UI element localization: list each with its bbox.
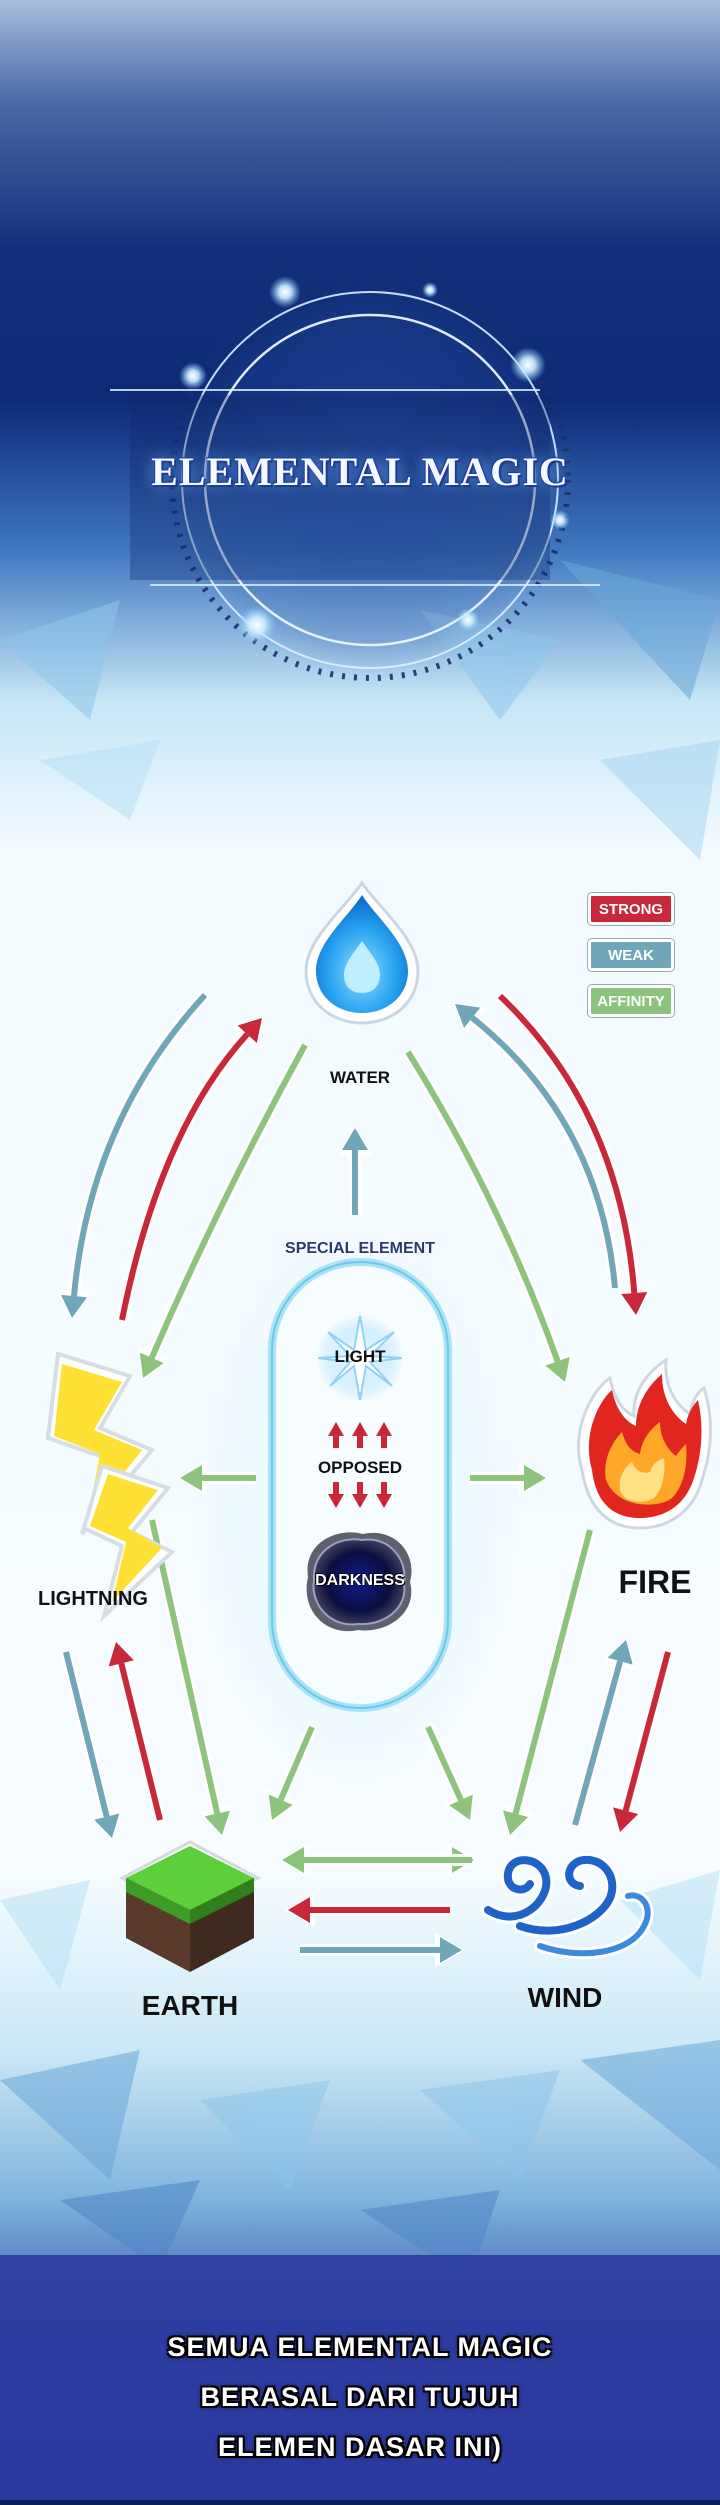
legend-weak: WEAK [588, 939, 674, 971]
caption-bar [0, 2255, 720, 2500]
arrow-earth-wind-weak [300, 1932, 465, 1968]
arrow-fire-wind-strong [610, 1650, 674, 1835]
arrow-special-fire [470, 1460, 549, 1496]
arrow-water-fire-affinity [402, 1048, 573, 1385]
arrow-lightning-water-strong [116, 1015, 265, 1322]
opposed-up-arrow-3 [376, 1422, 392, 1448]
relation-arrows [57, 990, 674, 1968]
earth-icon [118, 1840, 262, 1972]
arrow-lightning-earth-weak [60, 1650, 123, 1841]
lightning-icon [45, 1351, 176, 1623]
arrow-earth-wind-affinity-back [279, 1842, 472, 1878]
light-icon [316, 1314, 404, 1402]
special-element-label: SPECIAL ELEMENT [285, 1240, 435, 1257]
opposed-label: OPPOSED [317, 1458, 403, 1477]
arrow-fire-water-weak [452, 1002, 621, 1289]
legend-affinity: AFFINITY [588, 985, 674, 1017]
darkness-label: DARKNESS [315, 1572, 405, 1589]
wind-label: WIND [527, 1982, 603, 2013]
darkness-icon [306, 1532, 412, 1632]
opposed-down-arrow-2 [352, 1482, 368, 1508]
water-label: WATER [329, 1068, 391, 1087]
arrow-special-wind [422, 1724, 475, 1823]
arrow-special-water [337, 1125, 373, 1215]
arrow-lightning-earth-affinity [146, 1518, 233, 1838]
arrow-water-lightning-weak [57, 990, 210, 1321]
arrow-earth-lightning-strong [105, 1639, 166, 1822]
caption-text: SEMUA ELEMENTAL MAGIC BERASAL DARI TUJUH… [0, 2322, 720, 2472]
magic-circle [110, 276, 600, 681]
arrow-special-earth [266, 1724, 318, 1823]
caption-line-3: ELEMEN DASAR INI) [217, 2432, 502, 2462]
wind-icon [481, 1852, 654, 1960]
legend-strong: STRONG [588, 893, 674, 925]
arrow-fire-wind-affinity [500, 1528, 596, 1838]
opposed-up-arrow-2 [352, 1422, 368, 1448]
opposed-down-arrow-3 [376, 1482, 392, 1508]
fire-label: FIRE [618, 1564, 692, 1600]
caption-line-1: SEMUA ELEMENTAL MAGIC [167, 2332, 553, 2362]
caption-line-2: BERASAL DARI TUJUH [200, 2382, 520, 2412]
lightning-label: LIGHTNING [38, 1588, 148, 1610]
earth-label: EARTH [141, 1990, 239, 2021]
arrow-wind-fire-weak [569, 1637, 636, 1827]
opposed-up-arrow-1 [328, 1422, 344, 1448]
arrow-wind-earth-strong [285, 1892, 450, 1928]
arrow-special-lightning [177, 1460, 256, 1496]
arrow-water-lightning-affinity [137, 1042, 311, 1381]
opposed-down-arrow-1 [328, 1482, 344, 1508]
fire-icon [577, 1357, 712, 1530]
water-icon [304, 880, 420, 1025]
page-title: ELEMENTAL MAGIC [151, 449, 569, 494]
opposed-arrows [328, 1422, 392, 1508]
arrow-water-fire-strong [495, 991, 652, 1318]
special-element-panel [190, 1210, 520, 1790]
light-label: LIGHT [334, 1347, 386, 1366]
